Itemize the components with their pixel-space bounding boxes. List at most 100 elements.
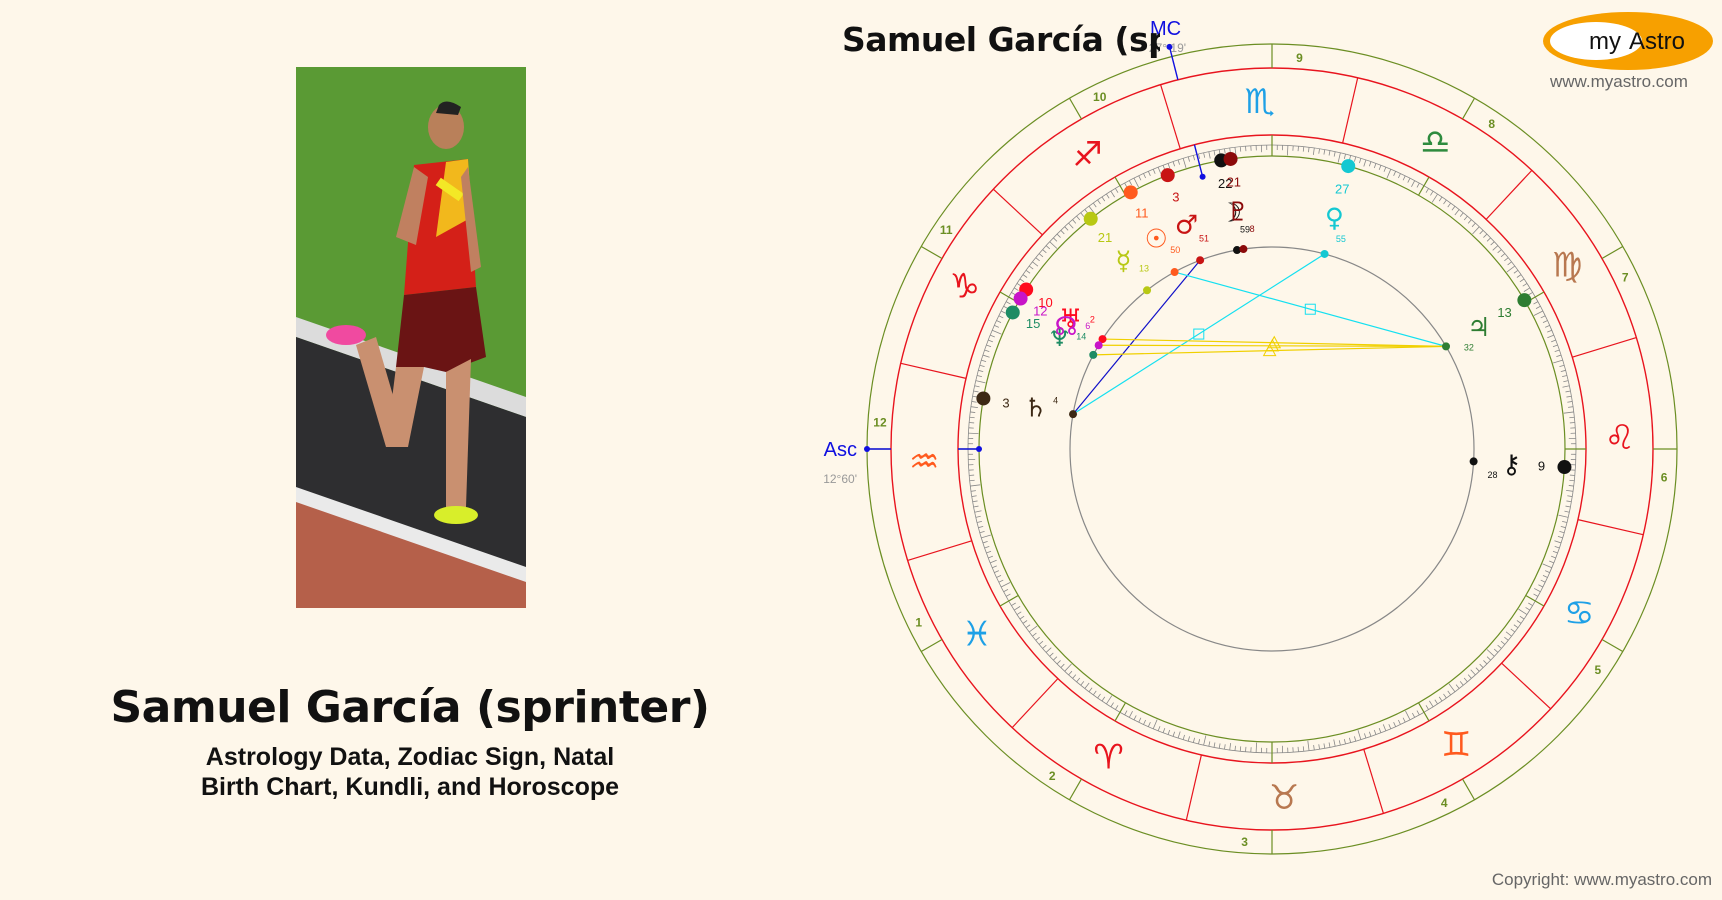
sign-glyph-aquarius: ♒: [909, 442, 939, 482]
planet-degree-label: 3: [1172, 190, 1179, 205]
sign-glyph-taurus: ♉: [1269, 778, 1299, 818]
asc-degree-label: 12°60': [823, 472, 857, 486]
planet-minute-label: 50: [1170, 245, 1180, 255]
planet-glyph-jupiter: ♃: [1467, 313, 1490, 343]
subtitle-line-1: Astrology Data, Zodiac Sign, Natal: [205, 743, 615, 771]
sign-glyph-pisces: ♓: [962, 614, 992, 654]
mc-line: [1168, 46, 1179, 80]
sign-glyph-gemini: ♊: [1441, 725, 1471, 765]
house-cusp-line: [920, 245, 943, 260]
house-cusp-line-inner: [999, 594, 1019, 607]
house-cusp-line: [1461, 97, 1476, 120]
chart-rings: [866, 43, 1678, 855]
planet-degree-label: 9: [1538, 459, 1545, 474]
planet-glyph-mercury: ☿: [1116, 246, 1132, 276]
sign-boundary-line: [1011, 678, 1059, 729]
house-number-5: 5: [1594, 663, 1601, 677]
planet-aspect-point: [1089, 350, 1098, 359]
planet-degree-label: 10: [1038, 295, 1052, 310]
sign-boundary-line: [907, 540, 972, 561]
sprinter-photo-illustration: [296, 67, 526, 608]
planet-glyph-neptune: ♆: [1048, 323, 1071, 353]
sign-boundary-line: [1342, 77, 1359, 144]
planet-glyph-uranus: ♅: [1059, 304, 1082, 334]
sign-boundary-line: [1485, 169, 1533, 220]
logo-url-link[interactable]: www.myastro.com: [1550, 72, 1688, 91]
planet-glyph-saturn: ♄: [1024, 394, 1047, 424]
sign-glyph-sagittarius: ♐: [1072, 135, 1102, 175]
aspect-lines: [1072, 253, 1447, 415]
planet-glyph-sun: ☉: [1145, 225, 1168, 255]
planet-dot-neptune[interactable]: [1005, 305, 1020, 320]
planet-aspect-point: [1098, 335, 1107, 344]
house-cusp-line-inner: [1417, 176, 1430, 196]
house-number-11: 11: [940, 223, 953, 237]
planet-aspect-point: [1239, 245, 1248, 254]
sign-glyph-virgo: ♍: [1552, 246, 1582, 286]
planet-minute-label: 59: [1240, 225, 1250, 235]
sign-glyph-aries: ♈: [1093, 737, 1123, 777]
myastro-logo[interactable]: my Astro: [1542, 11, 1714, 71]
inner-green-ring: [978, 155, 1566, 743]
planet-dot-north-node[interactable]: [1013, 291, 1028, 306]
planet-dot-venus[interactable]: [1341, 159, 1356, 174]
planet-aspect-point: [1441, 342, 1450, 351]
planet-dot-chiron[interactable]: [1557, 460, 1572, 475]
planet-minute-label: 51: [1199, 234, 1209, 244]
planet-dot-pluto[interactable]: [1223, 151, 1238, 166]
planet-minute-label: 28: [1488, 470, 1498, 480]
house-cusp-line: [1068, 778, 1083, 801]
aspect-square: [1174, 271, 1447, 347]
planet-minute-label: 8: [1250, 224, 1255, 234]
house-number-6: 6: [1661, 470, 1668, 484]
sign-boundary-line: [900, 362, 967, 379]
house-cusp-line-inner: [1417, 702, 1430, 722]
planet-minute-label: 55: [1336, 234, 1346, 244]
square-aspect-icon: [1193, 328, 1205, 340]
degree-ticks: [968, 145, 1576, 753]
logo-my: my: [1589, 28, 1621, 55]
sign-boundary-line: [992, 188, 1043, 236]
copyright-text: Copyright: www.myastro.com: [1491, 870, 1712, 889]
house-number-1: 1: [915, 615, 922, 629]
planet-glyph-mars: ♂: [1175, 211, 1198, 241]
house-number-2: 2: [1049, 769, 1056, 783]
planet-glyph-moon: ☽: [1219, 199, 1242, 229]
aspect-semisextile: [1072, 259, 1201, 415]
sign-glyph-leo: ♌: [1605, 418, 1635, 458]
planet-dot-mercury[interactable]: [1083, 211, 1098, 226]
house-cusp-line-inner: [1525, 594, 1545, 607]
house-cusp-line: [1068, 97, 1083, 120]
house-cusp-line: [1461, 778, 1476, 801]
planet-dot-jupiter[interactable]: [1517, 293, 1532, 308]
house-number-8: 8: [1488, 117, 1495, 131]
sign-boundary-line: [1572, 337, 1637, 358]
planet-dot-saturn[interactable]: [976, 391, 991, 406]
sign-and-house-lines: [867, 44, 1677, 854]
planet-dot-sun[interactable]: [1123, 185, 1138, 200]
house-number-12: 12: [873, 416, 887, 430]
planet-minute-label: 13: [1139, 264, 1149, 274]
house-cusp-line: [920, 638, 943, 653]
planet-degree-label: 11: [1135, 205, 1149, 220]
trine-aspect-icon: [1262, 343, 1277, 357]
aspect-square: [1072, 253, 1325, 415]
planet-degree-label: 27: [1335, 181, 1349, 196]
outer-red-ring: [890, 67, 1654, 831]
planet-degree-label: 3: [1002, 395, 1009, 410]
planet-aspect-point: [1143, 286, 1152, 295]
planet-aspect-point: [1094, 341, 1103, 350]
planet-aspect-point: [1232, 246, 1241, 255]
planet-aspect-point: [1069, 410, 1078, 419]
sign-glyph-libra: ♎: [1420, 123, 1450, 163]
sign-boundary-line: [1185, 754, 1202, 821]
planet-dot-mars[interactable]: [1160, 168, 1175, 183]
aspect-trine: [1093, 345, 1447, 356]
planet-aspect-point: [1196, 256, 1205, 265]
sign-glyph-capricorn: ♑: [949, 267, 979, 307]
house-number-4: 4: [1441, 796, 1448, 810]
sign-boundary-line: [1577, 519, 1644, 536]
